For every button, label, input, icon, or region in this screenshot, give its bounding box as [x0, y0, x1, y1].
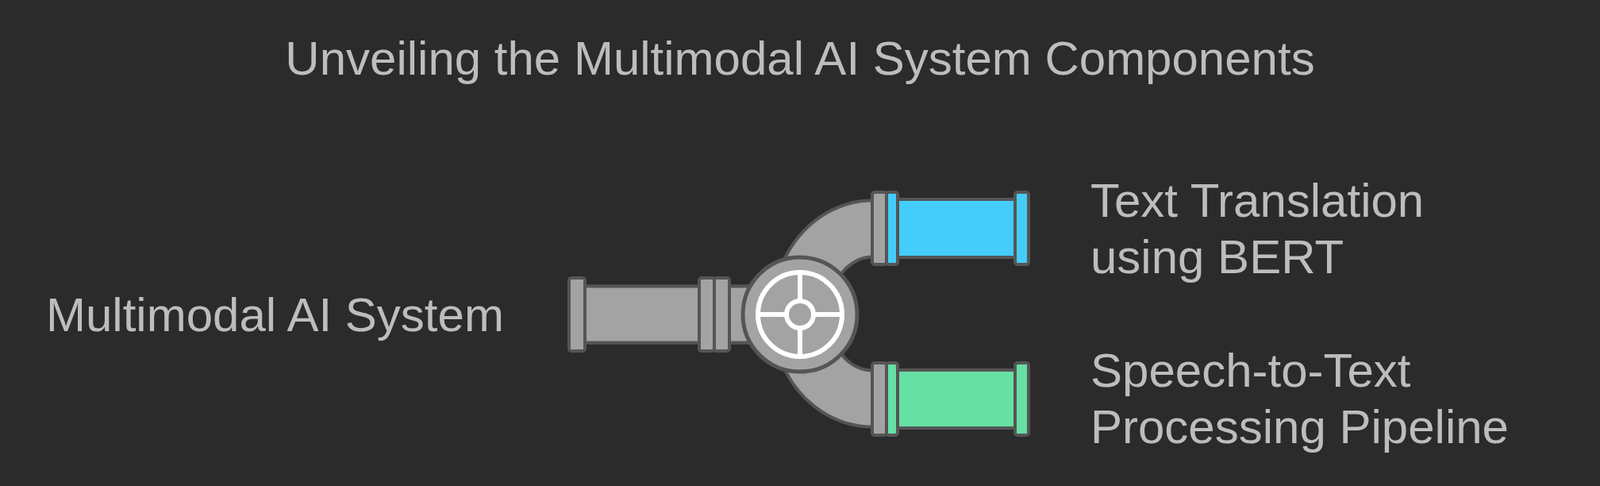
node-label: Text Translation using BERT — [1090, 172, 1529, 285]
flange — [714, 277, 730, 351]
valve-wheel — [742, 257, 858, 372]
pipe-segment — [897, 369, 1016, 428]
flange — [872, 192, 887, 265]
green-pipe-section — [886, 362, 1029, 435]
pipe-flanges — [569, 192, 887, 435]
flange — [569, 277, 585, 351]
flange — [886, 362, 898, 435]
pipe-label-node: Multimodal AI System — [46, 286, 570, 343]
flange — [872, 362, 887, 435]
flange — [699, 277, 715, 351]
pipe-label-node: Speech-to-Text Processing Pipeline — [1028, 342, 1585, 455]
blue-pipe-section — [886, 192, 1029, 265]
node-label: Speech-to-Text Processing Pipeline — [1090, 342, 1529, 455]
node-label: Multimodal AI System — [46, 286, 570, 343]
flange — [1015, 192, 1029, 265]
valve-ring — [757, 272, 843, 357]
pipe-label-node: Text Translation using BERT — [1028, 172, 1585, 285]
pipe-segment — [897, 199, 1016, 258]
diagram-title: Unveiling the Multimodal AI System Compo… — [0, 30, 1600, 87]
valve-hub — [786, 300, 814, 328]
flange — [1015, 362, 1029, 435]
valve-body — [742, 257, 858, 372]
flange — [886, 192, 898, 265]
